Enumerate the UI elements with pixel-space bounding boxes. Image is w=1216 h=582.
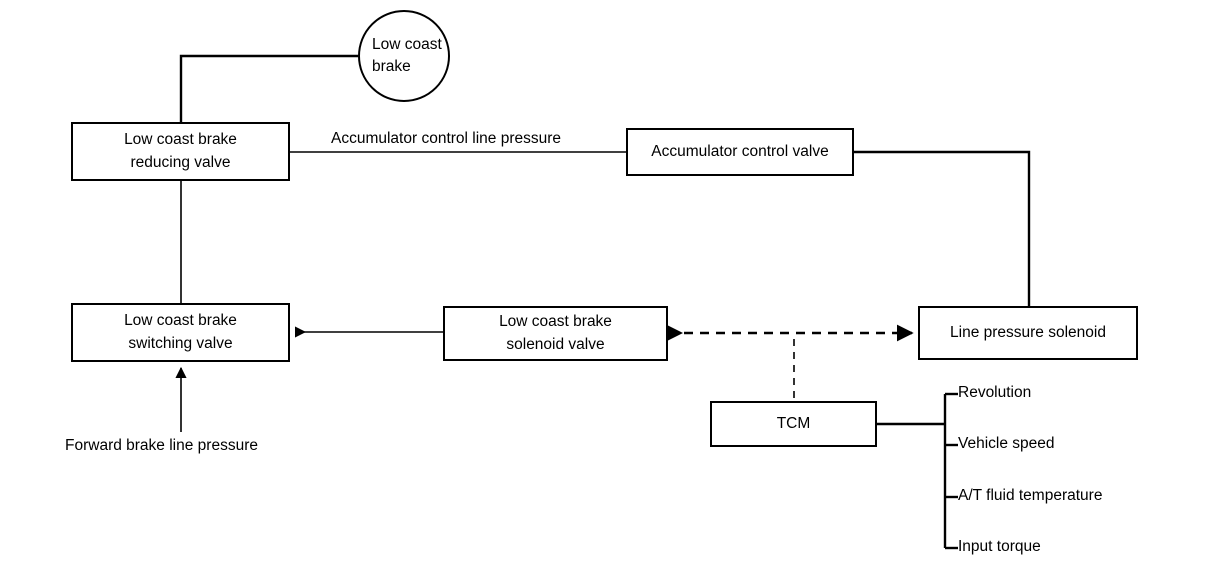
node-tcm[interactable]: TCM [710,401,877,447]
node-tcm-label: TCM [776,414,811,432]
node-solenoid-valve-line2: solenoid valve [506,335,605,353]
node-solenoid-valve-line1: Low coast brake [499,313,612,331]
edge-label-accumulator-text: Accumulator control line pressure [331,130,562,147]
edge-label-accumulator-control-line-pressure: Accumulator control line pressure [327,130,566,148]
node-low-coast-brake-reducing-valve[interactable]: Low coast brake reducing valve [71,122,290,181]
node-low-coast-brake-label: Low coast brake [372,36,442,75]
edge-label-forward-brake-line-pressure: Forward brake line pressure [65,437,258,455]
input-label-vehicle-speed: Vehicle speed [958,435,1055,453]
node-low-coast-brake-switching-valve[interactable]: Low coast brake switching valve [71,303,290,362]
node-switching-valve-line2: switching valve [128,334,233,352]
node-accumulator-control-valve-label: Accumulator control valve [651,142,829,160]
node-solenoid-valve-label: Low coast brake solenoid valve [499,311,612,356]
input-label-input-torque-text: Input torque [958,538,1041,555]
node-line-pressure-solenoid[interactable]: Line pressure solenoid [918,306,1138,360]
node-accumulator-control-valve[interactable]: Accumulator control valve [626,128,854,176]
node-switching-valve-line1: Low coast brake [124,312,237,330]
edge-label-forward-brake-text: Forward brake line pressure [65,437,258,454]
link-accumulator-valve-to-line-pressure-solenoid [854,150,1031,306]
node-line-pressure-solenoid-label: Line pressure solenoid [950,323,1106,341]
input-label-revolution: Revolution [958,384,1031,402]
node-low-coast-brake-solenoid-valve[interactable]: Low coast brake solenoid valve [443,306,668,361]
node-low-coast-brake[interactable]: Low coast brake [358,10,450,102]
input-label-input-torque: Input torque [958,538,1041,556]
input-label-vehicle-speed-text: Vehicle speed [958,435,1055,452]
node-switching-valve-label: Low coast brake switching valve [124,310,237,355]
input-label-at-fluid-temperature: A/T fluid temperature [958,487,1102,505]
link-low-coast-brake-to-reducing-valve [179,54,358,122]
input-label-at-fluid-temperature-text: A/T fluid temperature [958,487,1103,504]
input-label-revolution-text: Revolution [958,384,1032,401]
node-reducing-valve-label: Low coast brake reducing valve [124,131,237,171]
